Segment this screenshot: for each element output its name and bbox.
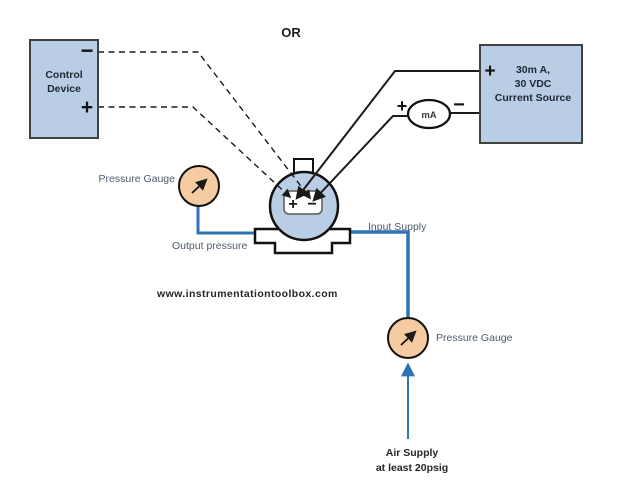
control-device-minus-terminal: − — [81, 38, 94, 63]
control-device-name-line2: Device — [47, 83, 81, 95]
input-gauge-label: Pressure Gauge — [436, 332, 513, 344]
input-gauge-needle-icon — [400, 330, 417, 346]
milliammeter-plus-sign: + — [397, 96, 408, 116]
output-pressure-label: Output pressure — [172, 240, 247, 252]
input-supply-line — [349, 230, 410, 320]
input-supply-label: Input Supply — [368, 221, 427, 233]
control-device-name-line1: Control — [45, 69, 82, 81]
output-pressure-line — [196, 204, 256, 235]
milliammeter-minus-sign: − — [453, 94, 465, 116]
output-gauge-label: Pressure Gauge — [99, 173, 176, 185]
milliammeter-body — [406, 98, 452, 130]
current-source-line1: 30m A, — [516, 64, 550, 76]
control-minus-wire — [98, 51, 312, 200]
current-source-line2: 30 VDC — [515, 78, 552, 90]
source-plus-wire — [295, 70, 491, 200]
control-device-box — [29, 39, 99, 139]
or-label: OR — [281, 25, 301, 40]
meter-to-transducer-wire — [312, 115, 409, 202]
control-plus-wire — [98, 106, 292, 199]
air-supply-label-line2: at least 20psig — [376, 462, 448, 474]
output-gauge-needle-icon — [191, 178, 208, 194]
transducer-minus-terminal: − — [307, 196, 316, 213]
air-supply-label-line1: Air Supply — [386, 447, 439, 459]
watermark-text: www.instrumentationtoolbox.com — [156, 288, 338, 300]
transducer-plus-terminal: + — [288, 196, 297, 213]
current-source-line3: Current Source — [495, 92, 572, 104]
milliammeter-label: mA — [421, 110, 436, 121]
current-source-plus-terminal: + — [484, 61, 495, 82]
current-source-box — [479, 44, 583, 144]
control-device-plus-terminal: + — [81, 96, 93, 119]
